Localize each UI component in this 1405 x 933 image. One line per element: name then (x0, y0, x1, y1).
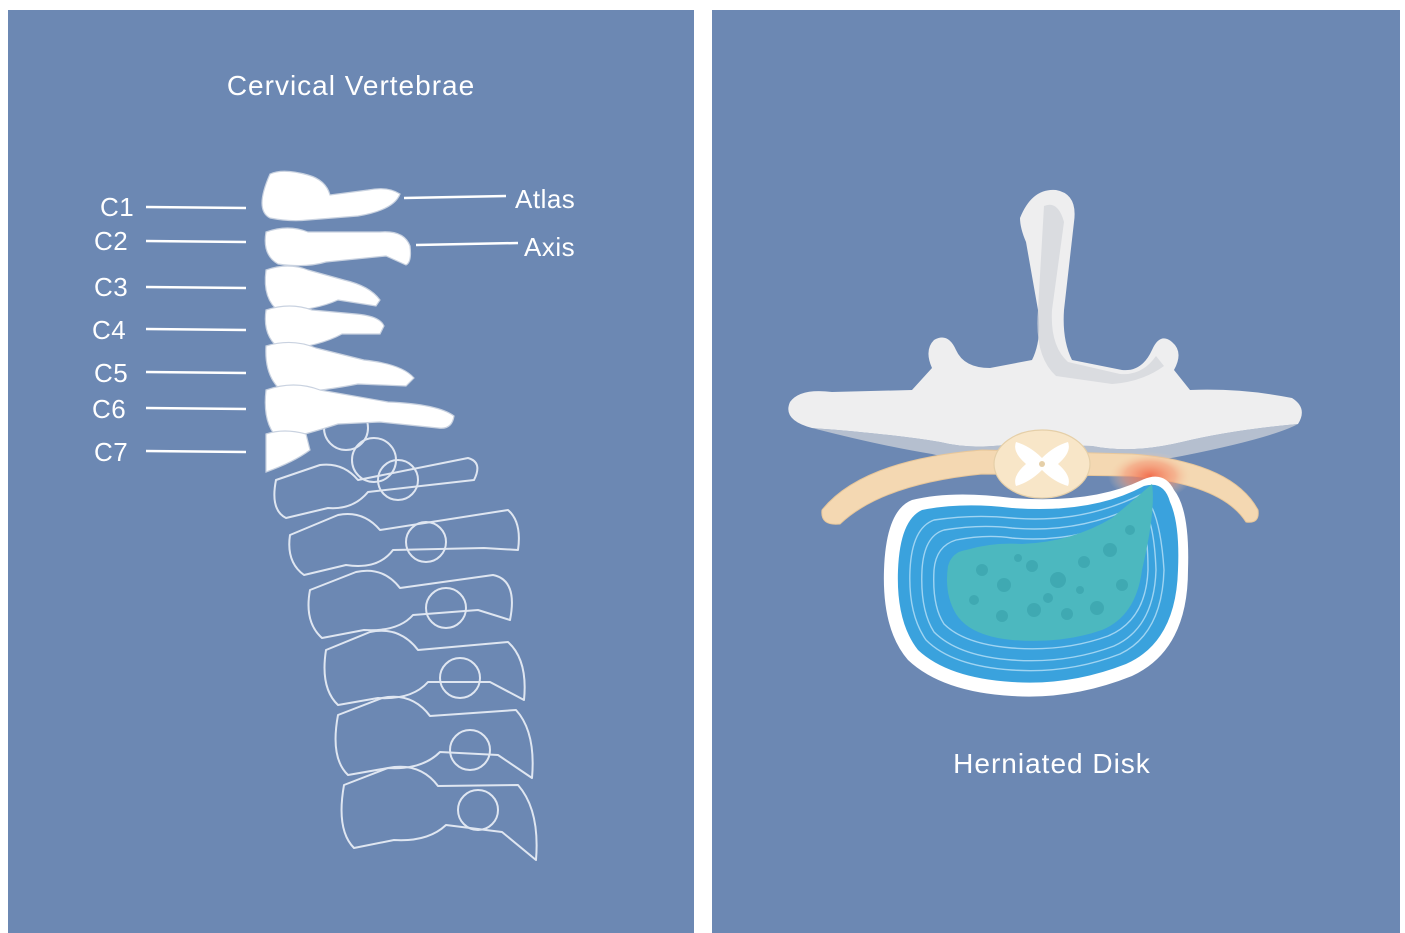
label-axis: Axis (524, 232, 575, 263)
cervical-spine-illustration (8, 10, 694, 933)
label-atlas: Atlas (515, 184, 575, 215)
label-c4: C4 (92, 315, 126, 346)
label-c7: C7 (94, 437, 128, 468)
label-c5: C5 (94, 358, 128, 389)
panel-caption: Herniated Disk (953, 748, 1151, 780)
left-panel-background (8, 10, 694, 933)
herniated-disk-panel: Herniated Disk (712, 10, 1400, 933)
panel-title: Cervical Vertebrae (227, 70, 475, 102)
label-c6: C6 (92, 394, 126, 425)
label-c2: C2 (94, 226, 128, 257)
spinal-cord (994, 430, 1090, 498)
label-c1: C1 (100, 192, 134, 223)
herniated-disk-illustration (712, 10, 1400, 933)
cervical-vertebrae-panel: Cervical Vertebrae C1 C2 C3 C4 C5 C6 C7 … (8, 10, 694, 933)
label-c3: C3 (94, 272, 128, 303)
